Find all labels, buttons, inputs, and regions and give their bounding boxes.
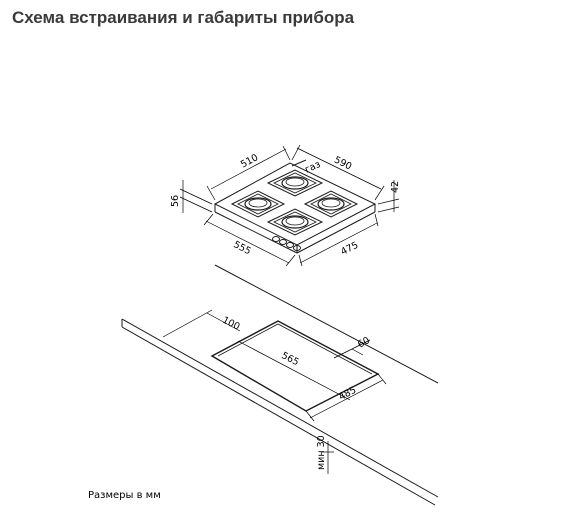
burner-back — [266, 169, 324, 197]
burner-front — [266, 208, 324, 236]
hob-dimension-lines — [179, 144, 400, 267]
dim-42: 42 — [390, 181, 401, 193]
dim-475: 475 — [339, 240, 360, 258]
units-note: Размеры в мм — [88, 490, 161, 501]
dim-56: 56 — [170, 195, 181, 207]
dim-60: 60 — [356, 335, 372, 350]
gas-label: газ — [303, 159, 322, 176]
cutout-dimension-lines — [162, 309, 387, 474]
countertop-front-top-edge — [121, 318, 439, 498]
control-knobs — [272, 236, 301, 251]
countertop-back-edge — [214, 264, 439, 384]
dim-510: 510 — [239, 152, 260, 170]
burner-right — [303, 190, 359, 218]
hob-drawing: 510 590 газ 42 56 555 475 — [170, 144, 401, 267]
dim-555: 555 — [232, 239, 253, 257]
countertop-front-bottom-edge — [121, 326, 436, 506]
dim-min-30: мин 30 — [316, 435, 327, 470]
dim-565: 565 — [280, 350, 301, 368]
page-title: Схема встраивания и габариты прибора — [12, 8, 355, 27]
dim-590: 590 — [332, 155, 353, 173]
countertop-drawing: 100 60 565 485 мин 30 — [121, 264, 439, 506]
dim-485: 485 — [337, 385, 358, 403]
burner-left — [230, 190, 286, 218]
